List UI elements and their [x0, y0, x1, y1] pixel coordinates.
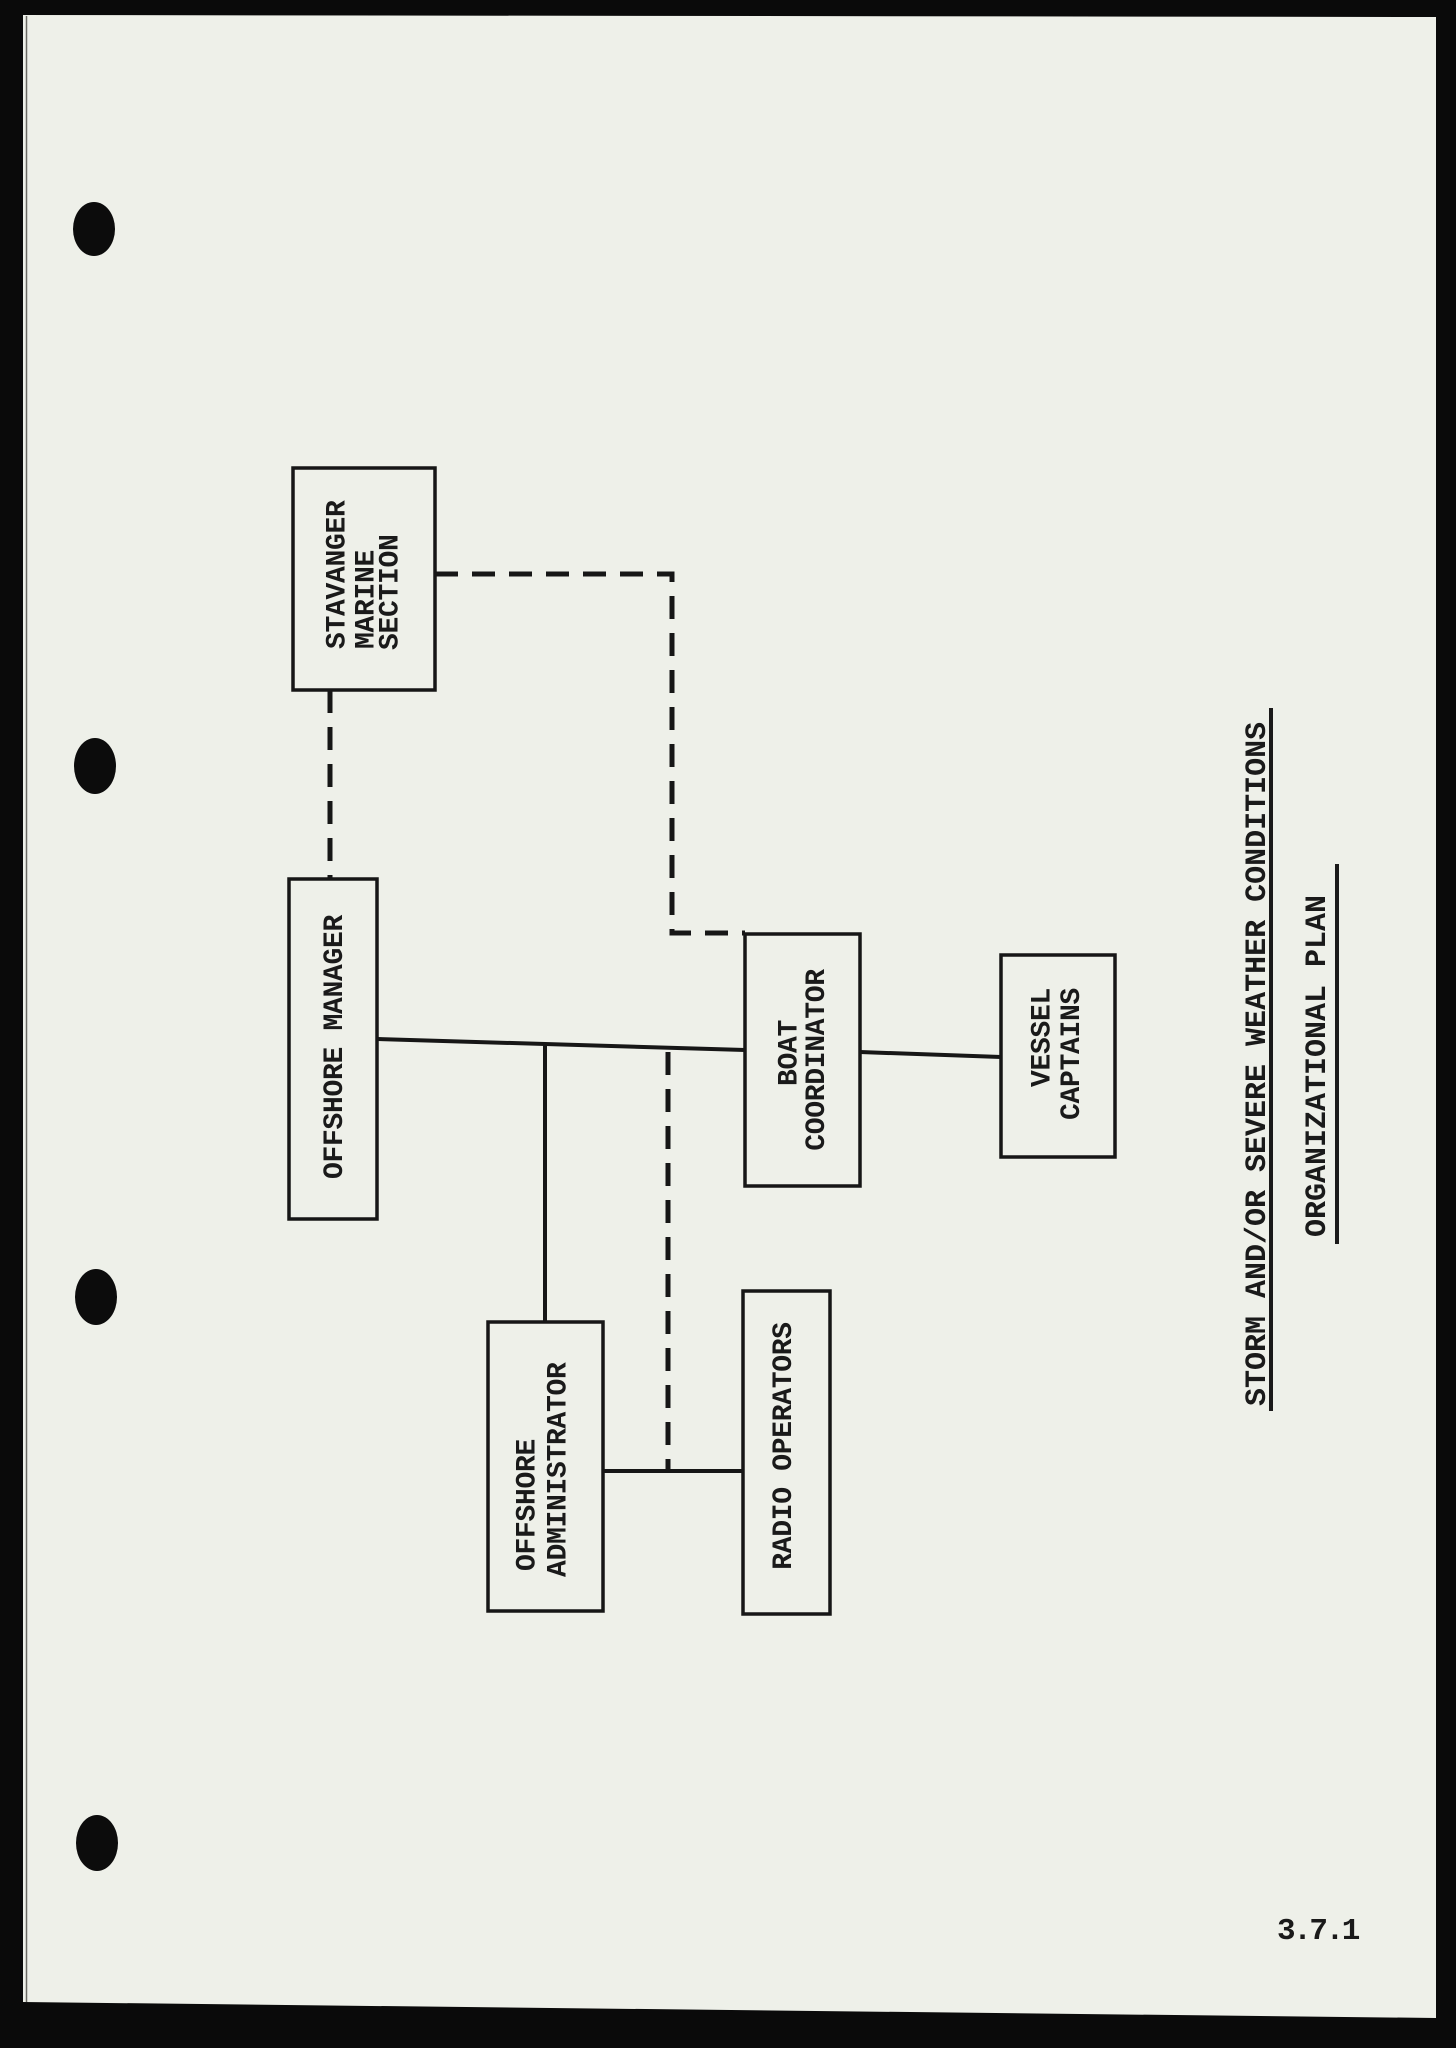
svg-text:VESSEL: VESSEL: [1028, 988, 1059, 1087]
svg-text:OFFSHORE MANAGER: OFFSHORE MANAGER: [320, 914, 351, 1179]
svg-text:ORGANIZATIONAL PLAN: ORGANIZATIONAL PLAN: [1301, 895, 1335, 1237]
svg-text:ADMINISTRATOR: ADMINISTRATOR: [544, 1362, 575, 1577]
svg-text:MARINE: MARINE: [352, 550, 383, 649]
svg-text:STORM AND/OR SEVERE WEATHER CO: STORM AND/OR SEVERE WEATHER CONDITIONS: [1241, 722, 1275, 1406]
svg-text:3.7.1: 3.7.1: [1277, 1914, 1360, 1949]
svg-text:COORDINATOR: COORDINATOR: [802, 969, 833, 1151]
svg-text:CAPTAINS: CAPTAINS: [1057, 988, 1088, 1120]
svg-text:SECTION: SECTION: [376, 534, 407, 650]
svg-text:RADIO OPERATORS: RADIO OPERATORS: [769, 1322, 800, 1570]
svg-text:OFFSHORE: OFFSHORE: [513, 1439, 544, 1571]
svg-text:BOAT: BOAT: [775, 1020, 806, 1086]
svg-text:STAVANGER: STAVANGER: [323, 500, 354, 649]
